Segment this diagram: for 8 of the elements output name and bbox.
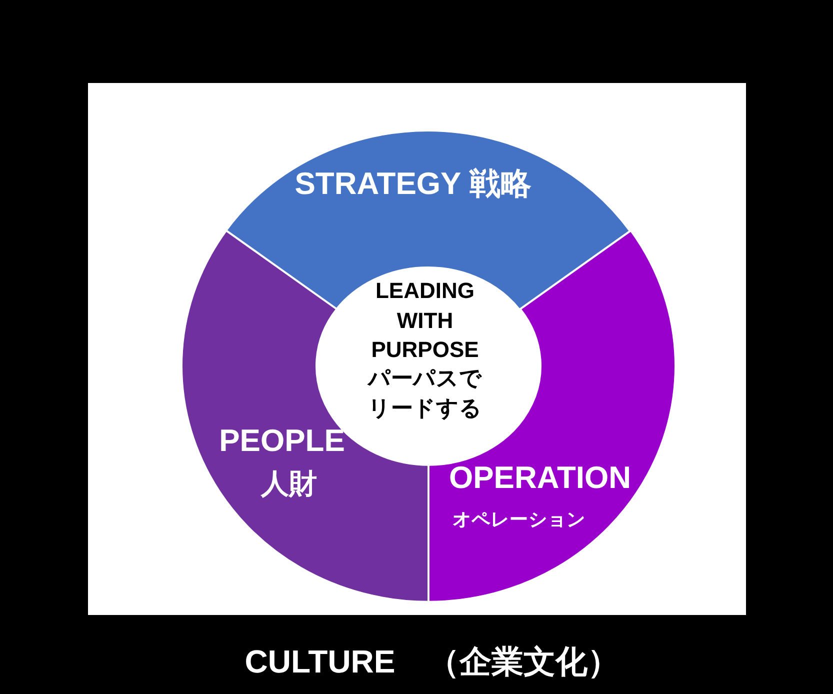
center-title: LEADING WITH PURPOSE — [371, 276, 479, 364]
segment-title: OPERATION — [449, 460, 631, 496]
segment-subtitle: 人財 — [261, 468, 317, 500]
center-subtitle: パーパスでリードする — [366, 364, 483, 422]
segment-title: PEOPLE — [219, 423, 345, 459]
segment-title: STRATEGY 戦略 — [294, 166, 532, 202]
segment-subtitle: オペレーション — [452, 508, 586, 530]
caption: CULTURE （企業文化） — [244, 644, 620, 680]
